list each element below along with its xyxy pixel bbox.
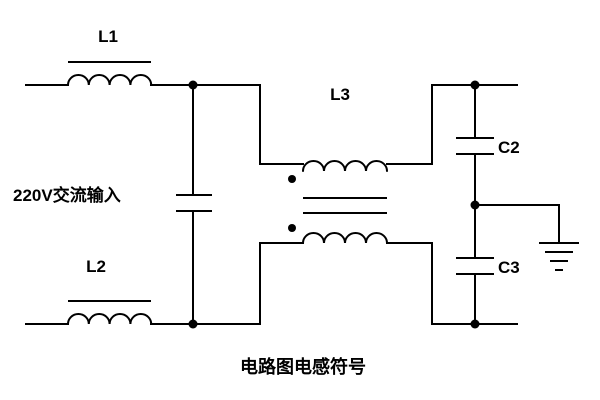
label-220v-input: 220V交流输入: [13, 185, 121, 205]
label-c3: C3: [498, 258, 520, 277]
capacitor-c2: [456, 84, 494, 206]
inductor-l3-top-coil: [302, 160, 388, 172]
inductor-l2: [67, 300, 153, 325]
inductor-l3-bottom-coil: [302, 232, 388, 244]
l3-input-wires: [192, 84, 304, 325]
label-l2: L2: [86, 257, 106, 276]
junction-dot: [470, 319, 480, 329]
inductor-l1: [67, 61, 153, 86]
polarity-dot: [288, 175, 296, 183]
input-capacitor: [176, 84, 212, 325]
inductor-l3: [288, 160, 388, 244]
polarity-dot: [288, 224, 296, 232]
junction-dot: [470, 80, 480, 90]
label-c2: C2: [498, 138, 520, 157]
ground-icon: [474, 204, 579, 271]
label-l3: L3: [330, 85, 350, 104]
capacitor-c3: [456, 204, 494, 325]
diagram-caption: 电路图电感符号: [240, 356, 366, 377]
inductor-l1-coil: [67, 74, 153, 86]
inductor-l2-coil: [67, 313, 153, 325]
label-l1: L1: [98, 27, 118, 46]
